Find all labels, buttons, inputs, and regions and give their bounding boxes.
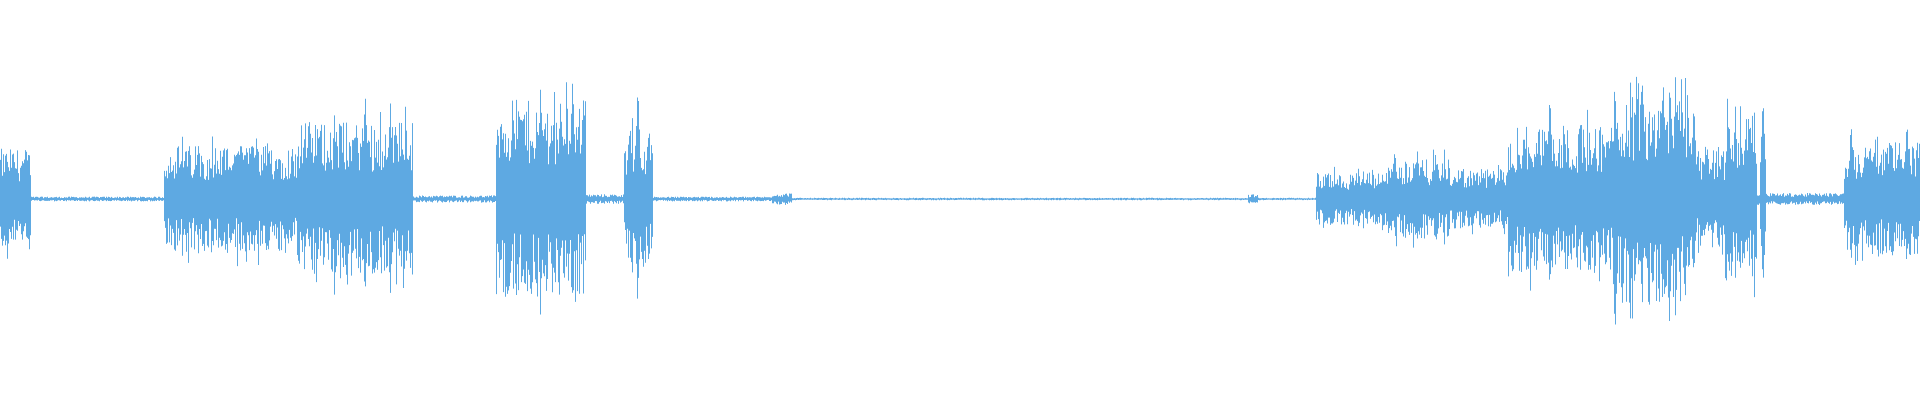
waveform-path (0, 76, 1920, 325)
waveform-bars (0, 76, 1920, 325)
